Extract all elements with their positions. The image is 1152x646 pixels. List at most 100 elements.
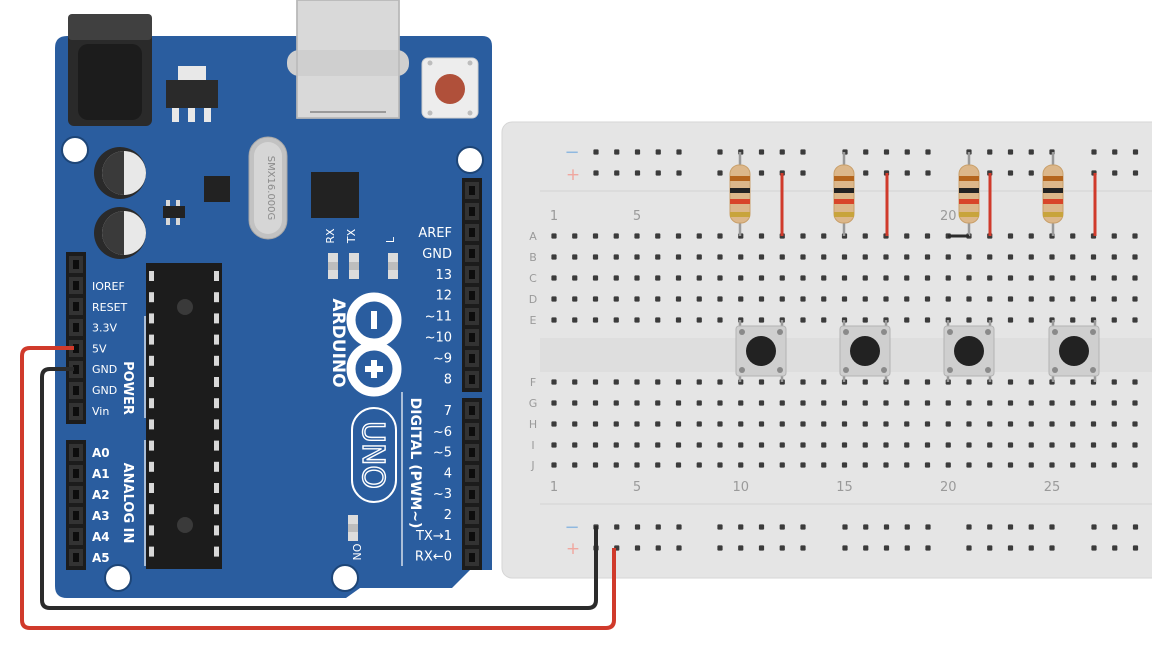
breadboard-hole[interactable] xyxy=(758,170,765,176)
breadboard-hole[interactable] xyxy=(572,379,578,385)
breadboard-hole[interactable] xyxy=(655,317,661,323)
breadboard-hole[interactable] xyxy=(945,275,951,281)
breadboard-hole[interactable] xyxy=(675,379,682,385)
breadboard-hole[interactable] xyxy=(779,462,785,468)
breadboard-hole[interactable] xyxy=(696,421,702,427)
breadboard-hole[interactable] xyxy=(924,400,931,406)
breadboard-hole[interactable] xyxy=(925,524,931,530)
breadboard-hole[interactable] xyxy=(1111,233,1117,239)
breadboard-hole[interactable] xyxy=(655,524,661,530)
breadboard-hole[interactable] xyxy=(925,545,931,551)
breadboard-hole[interactable] xyxy=(904,442,910,448)
breadboard-hole[interactable] xyxy=(987,545,993,551)
breadboard-hole[interactable] xyxy=(1007,233,1014,239)
breadboard-hole[interactable] xyxy=(551,317,557,323)
breadboard-hole[interactable] xyxy=(676,545,682,551)
breadboard-hole[interactable] xyxy=(904,170,910,176)
breadboard-hole[interactable] xyxy=(572,317,578,323)
breadboard-hole[interactable] xyxy=(1090,275,1097,281)
breadboard-hole[interactable] xyxy=(614,524,620,530)
breadboard-hole[interactable] xyxy=(758,400,765,406)
breadboard-hole[interactable] xyxy=(862,296,868,302)
breadboard-hole[interactable] xyxy=(821,254,827,260)
breadboard-hole[interactable] xyxy=(1090,254,1097,260)
breadboard-hole[interactable] xyxy=(883,400,889,406)
breadboard-hole[interactable] xyxy=(551,296,557,302)
breadboard-hole[interactable] xyxy=(717,275,723,281)
breadboard-hole[interactable] xyxy=(1090,421,1097,427)
breadboard-hole[interactable] xyxy=(572,296,578,302)
breadboard-hole[interactable] xyxy=(717,421,723,427)
breadboard-hole[interactable] xyxy=(613,379,619,385)
breadboard-hole[interactable] xyxy=(696,400,702,406)
breadboard-hole[interactable] xyxy=(572,442,578,448)
breadboard-hole[interactable] xyxy=(841,275,848,281)
breadboard-hole[interactable] xyxy=(758,317,765,323)
breadboard-hole[interactable] xyxy=(1007,317,1014,323)
breadboard-hole[interactable] xyxy=(1070,275,1076,281)
breadboard-hole[interactable] xyxy=(1028,421,1034,427)
breadboard-hole[interactable] xyxy=(572,400,578,406)
breadboard-hole[interactable] xyxy=(779,545,785,551)
breadboard-hole[interactable] xyxy=(1007,421,1014,427)
breadboard-hole[interactable] xyxy=(924,296,931,302)
resistor[interactable] xyxy=(958,152,980,236)
breadboard-hole[interactable] xyxy=(862,462,868,468)
breadboard-hole[interactable] xyxy=(1028,442,1034,448)
breadboard-hole[interactable] xyxy=(904,524,910,530)
breadboard-hole[interactable] xyxy=(696,462,702,468)
breadboard-hole[interactable] xyxy=(924,379,931,385)
breadboard-hole[interactable] xyxy=(1111,400,1117,406)
breadboard-hole[interactable] xyxy=(717,524,723,530)
breadboard-hole[interactable] xyxy=(613,442,619,448)
breadboard-hole[interactable] xyxy=(779,400,785,406)
breadboard-hole[interactable] xyxy=(655,462,661,468)
breadboard-hole[interactable] xyxy=(655,275,661,281)
breadboard-hole[interactable] xyxy=(634,462,640,468)
breadboard-hole[interactable] xyxy=(1111,254,1117,260)
wires[interactable] xyxy=(20,346,616,630)
breadboard-hole[interactable] xyxy=(904,275,910,281)
breadboard-hole[interactable] xyxy=(655,170,661,176)
breadboard-hole[interactable] xyxy=(966,254,972,260)
breadboard-hole[interactable] xyxy=(1091,524,1097,530)
breadboard-hole[interactable] xyxy=(800,254,806,260)
breadboard-hole[interactable] xyxy=(821,379,827,385)
breadboard-hole[interactable] xyxy=(779,524,785,530)
breadboard-hole[interactable] xyxy=(841,462,848,468)
breadboard-hole[interactable] xyxy=(779,254,785,260)
push-button[interactable] xyxy=(735,320,787,382)
breadboard-hole[interactable] xyxy=(655,379,661,385)
breadboard-hole[interactable] xyxy=(1132,462,1138,468)
breadboard-hole[interactable] xyxy=(1111,421,1117,427)
breadboard-hole[interactable] xyxy=(1132,421,1138,427)
breadboard-hole[interactable] xyxy=(1070,421,1076,427)
breadboard-hole[interactable] xyxy=(1070,400,1076,406)
breadboard-hole[interactable] xyxy=(655,254,661,260)
breadboard-hole[interactable] xyxy=(924,317,931,323)
breadboard-hole[interactable] xyxy=(883,296,889,302)
breadboard-hole[interactable] xyxy=(696,379,702,385)
breadboard-hole[interactable] xyxy=(1132,296,1138,302)
breadboard-hole[interactable] xyxy=(925,149,931,155)
breadboard-hole[interactable] xyxy=(696,254,702,260)
breadboard-hole[interactable] xyxy=(1028,296,1034,302)
breadboard-hole[interactable] xyxy=(717,442,723,448)
breadboard-hole[interactable] xyxy=(758,296,765,302)
button-cap[interactable] xyxy=(850,336,880,366)
breadboard-hole[interactable] xyxy=(717,254,723,260)
breadboard-hole[interactable] xyxy=(634,524,641,530)
breadboard-hole[interactable] xyxy=(634,149,641,155)
breadboard-hole[interactable] xyxy=(551,233,557,239)
breadboard-hole[interactable] xyxy=(614,170,620,176)
breadboard-hole[interactable] xyxy=(592,233,599,239)
breadboard-hole[interactable] xyxy=(862,233,868,239)
breadboard-hole[interactable] xyxy=(1028,317,1034,323)
breadboard-hole[interactable] xyxy=(1112,149,1118,155)
breadboard-hole[interactable] xyxy=(551,442,557,448)
breadboard-hole[interactable] xyxy=(1028,462,1034,468)
breadboard-hole[interactable] xyxy=(821,462,827,468)
breadboard-hole[interactable] xyxy=(613,233,619,239)
breadboard-hole[interactable] xyxy=(572,254,578,260)
breadboard-hole[interactable] xyxy=(592,462,599,468)
